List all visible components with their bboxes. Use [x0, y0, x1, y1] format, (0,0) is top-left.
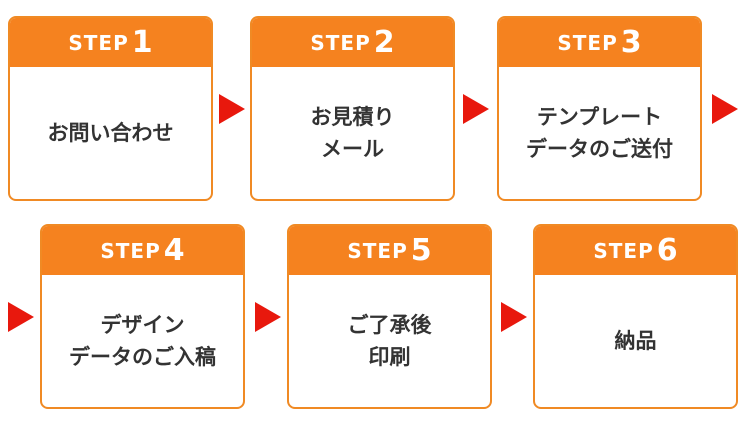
flow-arrow-icon: [255, 302, 281, 332]
step-label: STEP: [310, 30, 371, 55]
step-label: STEP: [557, 30, 618, 55]
step-text-line: 印刷: [368, 345, 411, 369]
step-text-line: データのご入稿: [69, 345, 216, 369]
step-number: 4: [163, 233, 185, 268]
step-label: STEP: [68, 30, 129, 55]
step-label: STEP: [347, 238, 408, 263]
step-description: デザイン データのご入稿: [42, 275, 243, 407]
step-description: 納品: [535, 275, 736, 407]
flow-arrow-icon: [8, 302, 34, 332]
step-description: ご了承後 印刷: [289, 275, 490, 407]
flow-arrow-icon: [463, 94, 489, 124]
step-text-line: データのご送付: [526, 137, 673, 161]
step-description: お見積り メール: [252, 67, 453, 199]
step-description: お問い合わせ: [10, 67, 211, 199]
step-label: STEP: [593, 238, 654, 263]
flow-arrow-icon: [712, 94, 738, 124]
step-text-line: お見積り: [310, 105, 395, 129]
step-number: 1: [131, 25, 153, 60]
flow-arrow-icon: [501, 302, 527, 332]
step-text-line: デザイン: [100, 313, 185, 337]
step-label: STEP: [100, 238, 161, 263]
step-number: 2: [373, 25, 395, 60]
step-text-line: ご了承後: [347, 313, 432, 337]
flow-arrow-icon: [219, 94, 245, 124]
step-number: 6: [656, 233, 678, 268]
step-text-line: お問い合わせ: [47, 121, 174, 145]
step-description: テンプレート データのご送付: [499, 67, 700, 199]
step-text-line: メール: [321, 137, 384, 161]
step-text-line: テンプレート: [536, 105, 663, 129]
step-number: 5: [410, 233, 432, 268]
step-number: 3: [620, 25, 642, 60]
step-text-line: 納品: [614, 329, 657, 353]
